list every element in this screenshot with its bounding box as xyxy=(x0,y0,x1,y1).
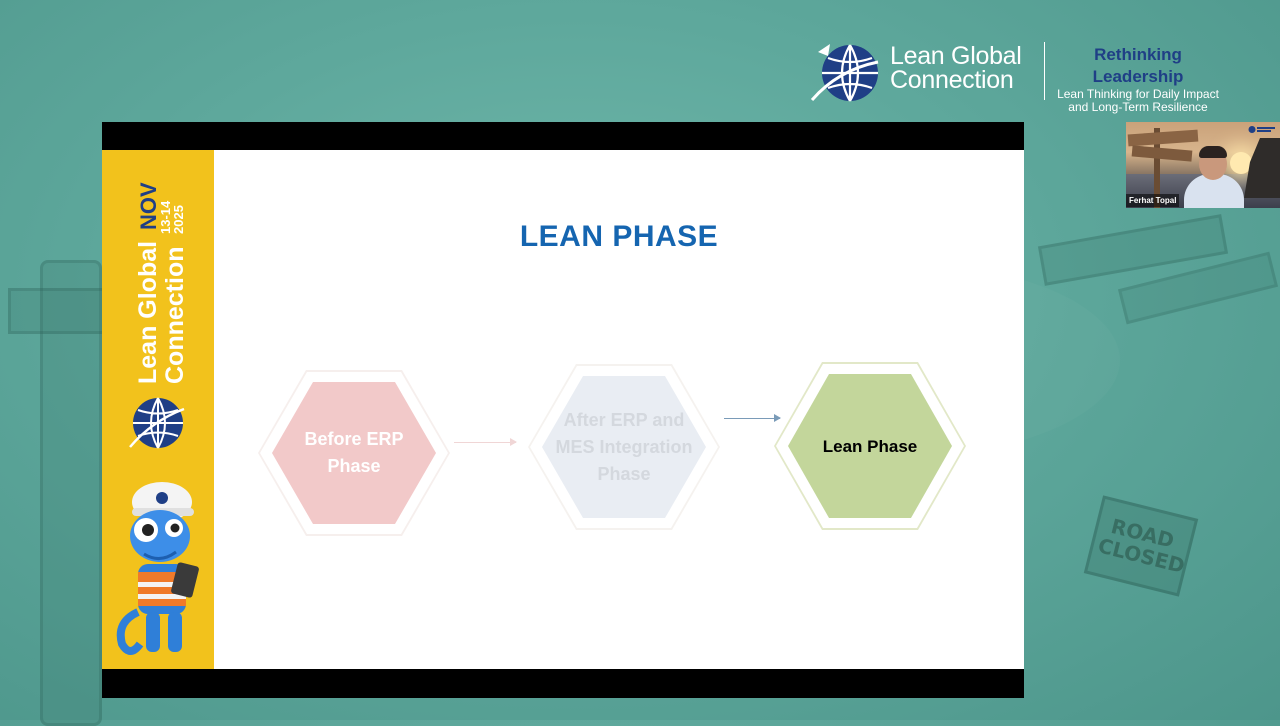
phase-label-line: Phase xyxy=(597,463,651,484)
shared-screen[interactable]: Lean Global Connection NOV 13-14 2025 xyxy=(102,122,1024,698)
phase-label: Lean Phase xyxy=(823,433,918,460)
brand-name-line1: Lean Global xyxy=(890,42,1022,70)
participant-hair xyxy=(1199,146,1227,158)
phase-hexagon-lean: Lean Phase xyxy=(774,362,966,530)
brand-divider xyxy=(1044,42,1045,100)
brand-name: Lean Global Connection xyxy=(890,42,1022,94)
cam-background-signpost xyxy=(1154,128,1160,208)
event-date-month: NOV xyxy=(136,182,161,230)
phase-label-line: Phase xyxy=(327,456,381,476)
phase-arrow xyxy=(454,438,517,446)
slide-title: LEAN PHASE xyxy=(519,220,719,253)
phase-label-line: MES Integration xyxy=(555,436,693,457)
globe-logo-icon xyxy=(129,397,185,449)
brand-name-line2: Connection xyxy=(890,66,1014,94)
cam-background-signboard xyxy=(1131,145,1193,162)
phase-label-line: After ERP and xyxy=(563,409,685,430)
event-sidebar: Lean Global Connection NOV 13-14 2025 xyxy=(102,150,214,669)
phase-arrow xyxy=(724,414,781,422)
presentation-slide: Lean Global Connection NOV 13-14 2025 xyxy=(102,150,1024,669)
phase-label: After ERP and MES Integration Phase xyxy=(555,407,692,488)
event-vertical-title: Lean Global Connection NOV 13-14 2025 xyxy=(134,182,189,385)
brand-tagline-title: Rethinking Leadership xyxy=(1092,45,1184,86)
participant-name-label: Ferhat Topal xyxy=(1126,194,1180,207)
event-brand: Lean Global Connection Rethinking Leader… xyxy=(808,40,1228,114)
hexagon-fill: Before ERP Phase xyxy=(272,382,436,524)
cam-background-sun xyxy=(1230,152,1252,174)
brand-tagline-line2: and Long-Term Resilience xyxy=(1068,100,1208,114)
brand-tagline-line1: Lean Thinking for Daily Impact xyxy=(1057,87,1219,101)
background-signpost-arm xyxy=(8,288,106,334)
chameleon-mascot-icon xyxy=(116,482,199,655)
event-date-days: 13-14 xyxy=(158,200,173,234)
phase-hexagon-after-erp: After ERP and MES Integration Phase xyxy=(528,364,720,530)
background-wooden-post xyxy=(40,260,102,726)
phase-hexagon-before-erp: Before ERP Phase xyxy=(258,370,450,536)
phase-label-line: Before ERP xyxy=(304,429,404,449)
phase-label: Before ERP Phase xyxy=(304,426,403,480)
event-title-line2: Connection xyxy=(161,247,189,385)
brand-logo-icon xyxy=(1248,126,1275,133)
globe-logo-icon xyxy=(810,44,879,102)
brand-tagline: Rethinking Leadership Lean Thinking for … xyxy=(1052,44,1224,114)
event-date-year: 2025 xyxy=(171,205,186,234)
participant-video-tile[interactable]: Ferhat Topal xyxy=(1126,122,1280,208)
cam-background-signboard xyxy=(1127,129,1199,147)
cam-background-rock xyxy=(1244,138,1280,198)
event-title-line1: Lean Global xyxy=(134,241,162,384)
phase-label-line: Lean Phase xyxy=(822,436,918,456)
